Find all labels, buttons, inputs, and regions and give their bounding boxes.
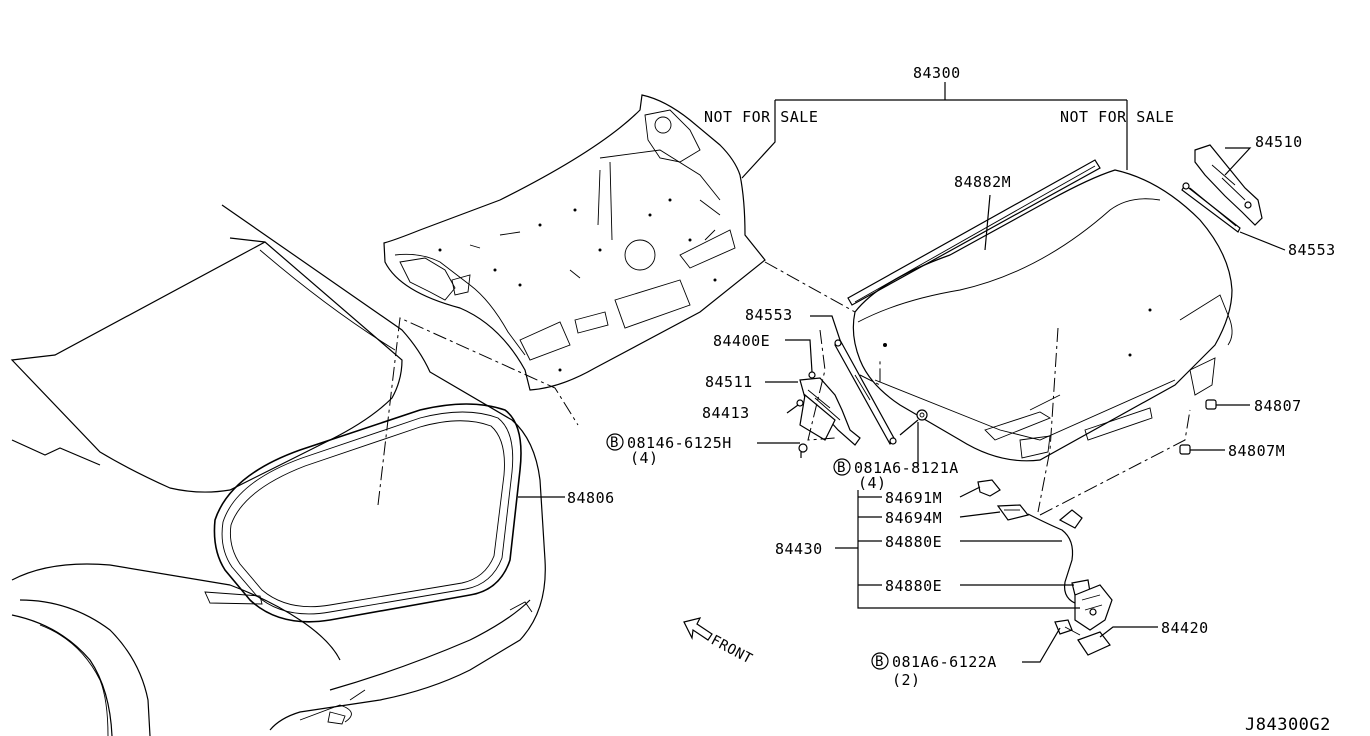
callout-08146-6125h: 08146-6125H [627, 434, 732, 452]
strut-84553 [834, 339, 897, 445]
callout-84430: 84430 [775, 540, 823, 558]
callout-081a6-6122a: 081A6-6122A [892, 653, 997, 671]
callout-081a6-8121a-qty: (4) [858, 474, 887, 492]
callout-84807m: 84807M [1228, 442, 1285, 460]
callout-84413: 84413 [702, 404, 750, 422]
diagram-code: J84300G2 [1245, 715, 1331, 735]
callout-081a6-6122a-qty: (2) [892, 671, 921, 689]
note-not-for-sale-right: NOT FOR SALE [1060, 108, 1174, 126]
callout-84553-mid: 84553 [745, 306, 793, 324]
hinge-84510 [1181, 144, 1263, 233]
bolt-symbol-text: B [875, 654, 884, 670]
car-body [10, 204, 579, 736]
callout-84420: 84420 [1161, 619, 1209, 637]
callout-08146-qty: (4) [630, 449, 659, 467]
note-not-for-sale-left: NOT FOR SALE [704, 108, 818, 126]
callout-84880e-2: 84880E [885, 577, 942, 595]
callout-081a6-8121a: 081A6-8121A [854, 459, 959, 477]
bumper-stops [1179, 399, 1217, 455]
leader-lines [518, 82, 1286, 663]
callout-84691m: 84691M [885, 489, 942, 507]
callout-84694m: 84694M [885, 509, 942, 527]
bolt-symbol-text: B [837, 460, 846, 476]
hinge-84511 [796, 329, 928, 458]
front-label: FRONT [708, 632, 755, 667]
callout-84511: 84511 [705, 373, 753, 391]
lock-assembly [977, 479, 1113, 656]
callout-84807: 84807 [1254, 397, 1302, 415]
callout-84880e-1: 84880E [885, 533, 942, 551]
callout-84400e: 84400E [713, 332, 770, 350]
trunk-lid-inner-panel [383, 94, 856, 391]
bolt-symbol-2: B [833, 458, 851, 476]
assembly-number: 84300 [913, 64, 961, 82]
bolt-symbol-3: B [871, 652, 889, 670]
front-arrow [683, 617, 713, 641]
callout-84553-top: 84553 [1288, 241, 1336, 259]
trunk-lid-outer-panel [847, 159, 1233, 516]
bolt-symbol-1: B [606, 433, 624, 451]
callout-84882m: 84882M [954, 173, 1011, 191]
callout-84510: 84510 [1255, 133, 1303, 151]
bolt-symbol-text: B [610, 435, 619, 451]
callout-84806: 84806 [567, 489, 615, 507]
